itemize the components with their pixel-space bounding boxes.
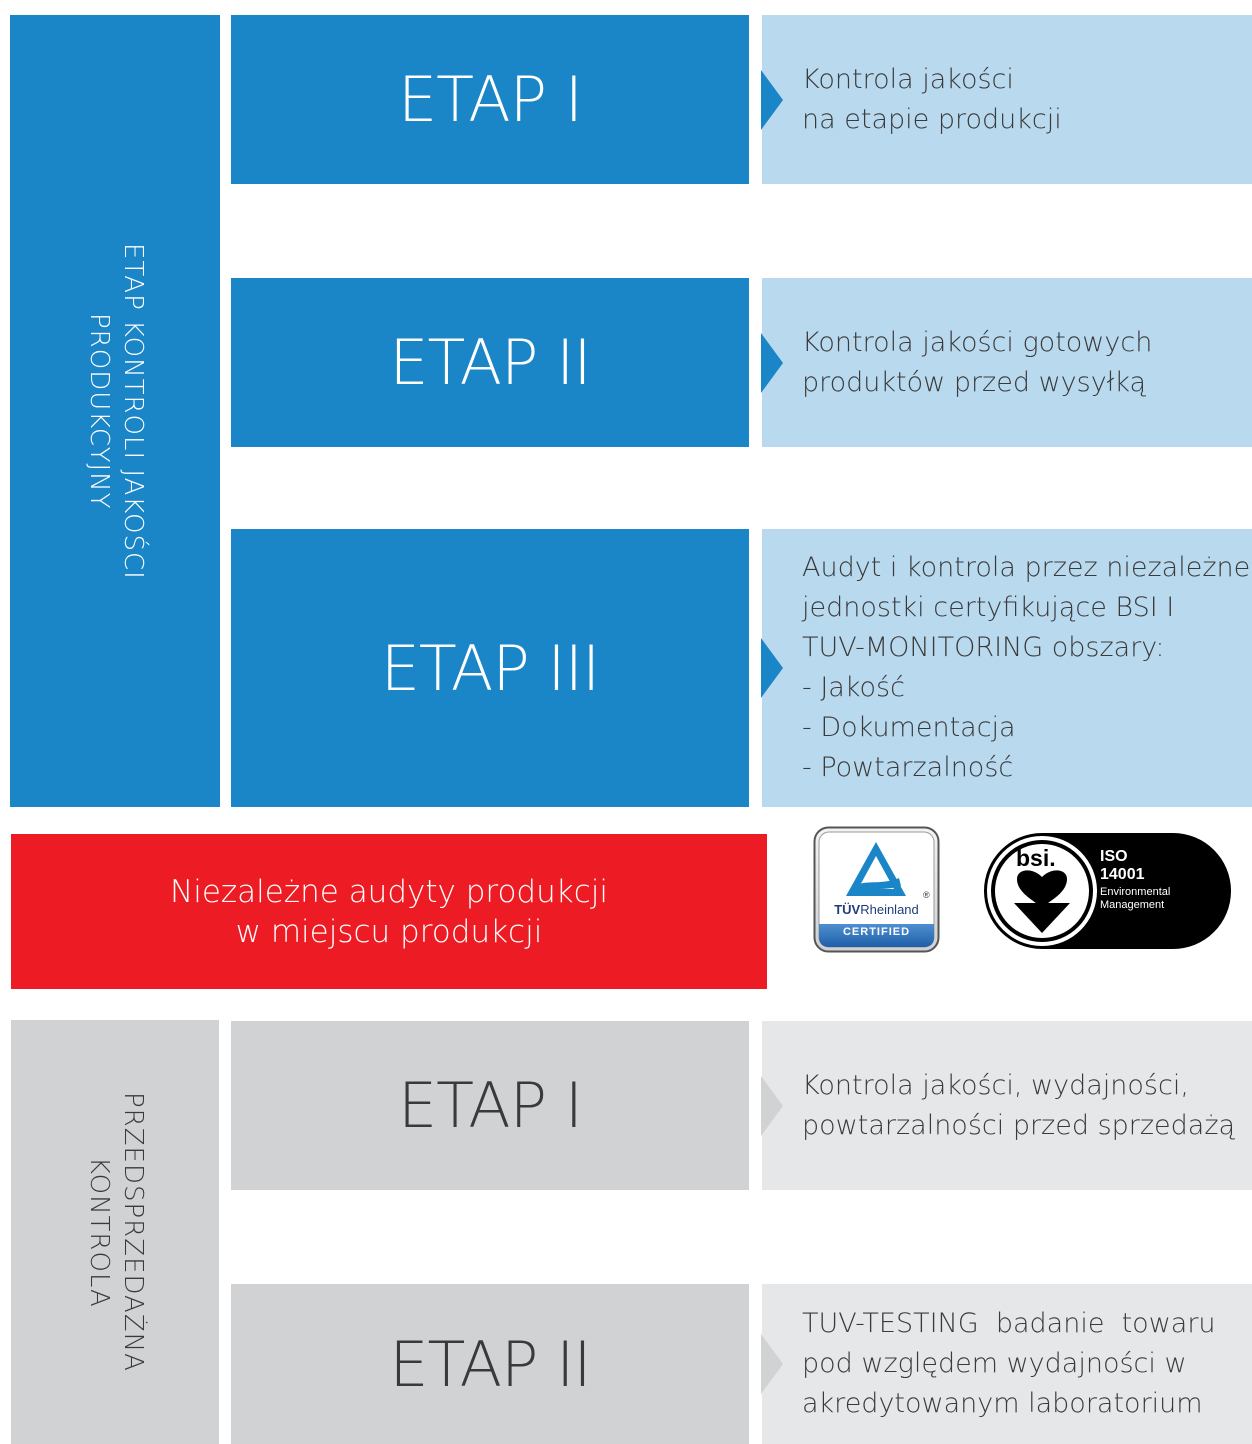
description-line: pod względem wydajności w: [802, 1348, 1187, 1379]
stage-label: ETAP I: [397, 1069, 583, 1142]
production-stage-3-box: ETAP III: [231, 529, 749, 807]
description-line: - Powtarzalność: [802, 752, 1014, 783]
description-line: TUV-TESTING badanie towaru: [802, 1308, 1216, 1339]
presale-stage-1-box: ETAP I: [231, 1021, 749, 1190]
side-label-line: PRODUKCYJNY: [84, 312, 114, 510]
tuv-rheinland-logo: TÜVRheinland ® CERTIFIED: [813, 826, 940, 953]
presale-stage-2-box: ETAP II: [231, 1284, 749, 1444]
bsi-brand-text: bsi.: [1016, 845, 1056, 871]
description-line: powtarzalności przed sprzedażą: [802, 1109, 1236, 1141]
production-stage-2-description: Kontrola jakości gotowych produktów prze…: [761, 278, 1252, 447]
arrow-icon: [761, 638, 783, 698]
iso-label: ISO: [1100, 848, 1128, 865]
stage-label: ETAP III: [380, 631, 601, 705]
tuv-brand-b: Rheinland: [860, 902, 919, 917]
stage-label: ETAP II: [389, 1327, 591, 1401]
arrow-icon: [761, 1334, 783, 1394]
side-label-line: PRZEDSPRZEDAŻNA: [117, 1092, 148, 1372]
bsi-standard-text: ISO 14001 Environmental Management: [1100, 849, 1170, 911]
presale-control-side-bar: PRZEDSPRZEDAŻNA KONTROLA: [11, 1020, 219, 1444]
description-text: Kontrola jakości, wydajności, powtarzaln…: [802, 1066, 1235, 1146]
description-line: TUV-MONITORING obszary:: [802, 632, 1165, 663]
tuv-registered-mark: ®: [923, 890, 930, 900]
stage-label: ETAP II: [389, 326, 591, 399]
description-line: - Jakość: [802, 672, 905, 703]
description-line: - Dokumentacja: [802, 712, 1016, 743]
description-text: Audyt i kontrola przez niezależne jednos…: [802, 548, 1250, 788]
arrow-icon: [761, 69, 783, 130]
arrow-icon: [761, 332, 783, 393]
iso-description-line: Management: [1100, 899, 1165, 911]
presale-control-side-label: PRZEDSPRZEDAŻNA KONTROLA: [81, 1092, 149, 1372]
audit-banner-text: Niezależne audyty produkcji w miejscu pr…: [170, 872, 608, 952]
stage-label: ETAP I: [397, 63, 583, 136]
production-stage-1-description: Kontrola jakości na etapie produkcji: [761, 15, 1252, 184]
description-line: Kontrola jakości gotowych: [802, 326, 1153, 358]
description-line: akredytowanym laboratorium: [802, 1388, 1203, 1419]
presale-stage-1-description: Kontrola jakości, wydajności, powtarzaln…: [761, 1021, 1252, 1190]
tuv-certified-badge-icon: [813, 826, 940, 953]
production-stage-3-description: Audyt i kontrola przez niezależne jednos…: [761, 529, 1252, 807]
description-text: Kontrola jakości na etapie produkcji: [802, 60, 1062, 140]
production-qc-side-bar: ETAP KONTROLI JAKOŚCI PRODUKCYJNY: [10, 15, 220, 807]
description-line: produktów przed wysyłką: [802, 366, 1147, 398]
side-label-line: ETAP KONTROLI JAKOŚCI: [117, 242, 148, 580]
production-stage-2-box: ETAP II: [231, 278, 749, 447]
audit-banner: Niezależne audyty produkcji w miejscu pr…: [11, 834, 767, 989]
iso-number: 14001: [1100, 866, 1145, 883]
bsi-kitemark-icon: [984, 833, 1231, 949]
production-stage-1-box: ETAP I: [231, 15, 749, 184]
audit-banner-line: w miejscu produkcji: [235, 913, 543, 950]
description-text: TUV-TESTING badanie towaru pod względem …: [802, 1304, 1216, 1424]
iso-description-line: Environmental: [1100, 886, 1171, 898]
description-line: jednostki certyfikujące BSI I: [802, 592, 1175, 623]
description-line: na etapie produkcji: [802, 103, 1062, 135]
arrow-icon: [761, 1075, 783, 1136]
presale-stage-2-description: TUV-TESTING badanie towaru pod względem …: [761, 1284, 1252, 1444]
description-line: Kontrola jakości, wydajności,: [802, 1069, 1189, 1101]
production-qc-side-label: ETAP KONTROLI JAKOŚCI PRODUKCYJNY: [81, 243, 149, 580]
side-label-line: KONTROLA: [84, 1156, 114, 1308]
tuv-brand-text: TÜVRheinland: [813, 902, 940, 917]
description-line: Kontrola jakości: [802, 63, 1014, 95]
bsi-iso-14001-logo: bsi. ISO 14001 Environmental Management: [984, 833, 1231, 949]
tuv-brand-a: TÜV: [834, 902, 861, 917]
audit-banner-line: Niezależne audyty produkcji: [170, 873, 608, 910]
description-line: Audyt i kontrola przez niezależne: [802, 552, 1251, 583]
description-text: Kontrola jakości gotowych produktów prze…: [802, 323, 1152, 403]
tuv-certified-label: CERTIFIED: [842, 926, 911, 938]
